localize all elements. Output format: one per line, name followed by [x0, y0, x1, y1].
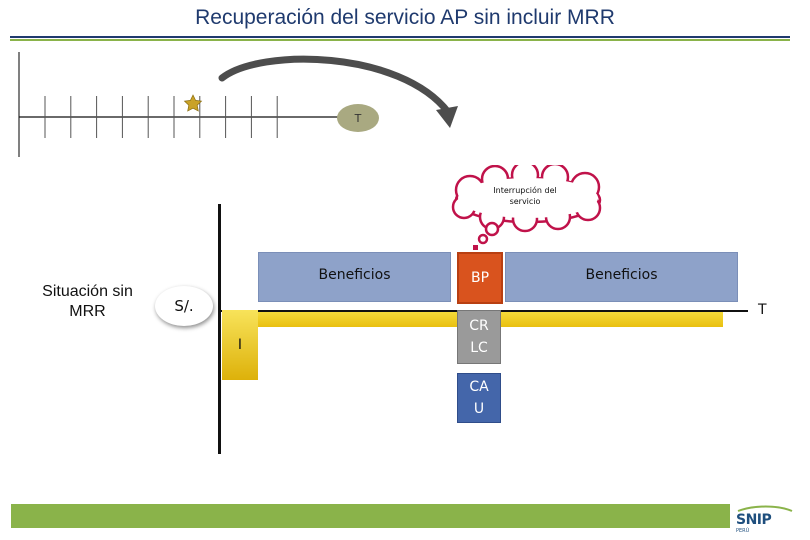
- timeline-t-marker: T: [337, 104, 379, 132]
- crlc-label-line2: LC: [470, 340, 488, 356]
- cau-label-line1: CA: [469, 379, 489, 395]
- bp-box: BP: [457, 252, 503, 304]
- investment-label: I: [237, 337, 243, 353]
- investment-bar: I: [222, 310, 258, 380]
- footer-bar: [11, 504, 730, 528]
- bp-label: BP: [470, 270, 490, 286]
- timeline-diagram: [18, 52, 458, 157]
- cloud-text-line1: Interrupción del: [493, 186, 557, 195]
- time-axis-t-label: T: [758, 302, 767, 318]
- situacion-label: Situación sin MRR: [30, 282, 145, 322]
- crlc-box: CR LC: [457, 310, 501, 364]
- page-title: Recuperación del servicio AP sin incluir…: [195, 6, 615, 29]
- thought-cloud: [451, 165, 602, 250]
- crlc-label-line1: CR: [469, 318, 489, 334]
- situacion-label-line1: Situación sin: [42, 283, 133, 300]
- cau-label-line2: U: [473, 401, 485, 417]
- currency-label: S/.: [174, 297, 194, 315]
- cloud-text: Interrupción del servicio: [470, 185, 580, 207]
- curved-arrow: [218, 55, 452, 116]
- currency-bubble: S/.: [155, 286, 213, 326]
- logo-text: SNIP: [736, 512, 772, 528]
- money-axis: [218, 204, 221, 454]
- logo-subtext: PERÚ: [736, 528, 750, 534]
- benefits-box-right: Beneficios: [505, 252, 738, 302]
- title-divider: [10, 36, 790, 38]
- timeline-t-label: T: [354, 111, 362, 125]
- benefits-box-left: Beneficios: [258, 252, 451, 302]
- curved-arrow-head: [436, 106, 458, 128]
- star-icon: [183, 94, 203, 112]
- snip-logo: SNIP PERÚ: [734, 505, 796, 535]
- situacion-label-line2: MRR: [69, 303, 106, 320]
- benefits-label-right: Beneficios: [585, 267, 658, 283]
- benefits-label-left: Beneficios: [318, 267, 391, 283]
- cloud-text-line2: servicio: [509, 197, 541, 206]
- cau-box: CA U: [457, 373, 501, 423]
- title-divider-accent: [10, 39, 790, 41]
